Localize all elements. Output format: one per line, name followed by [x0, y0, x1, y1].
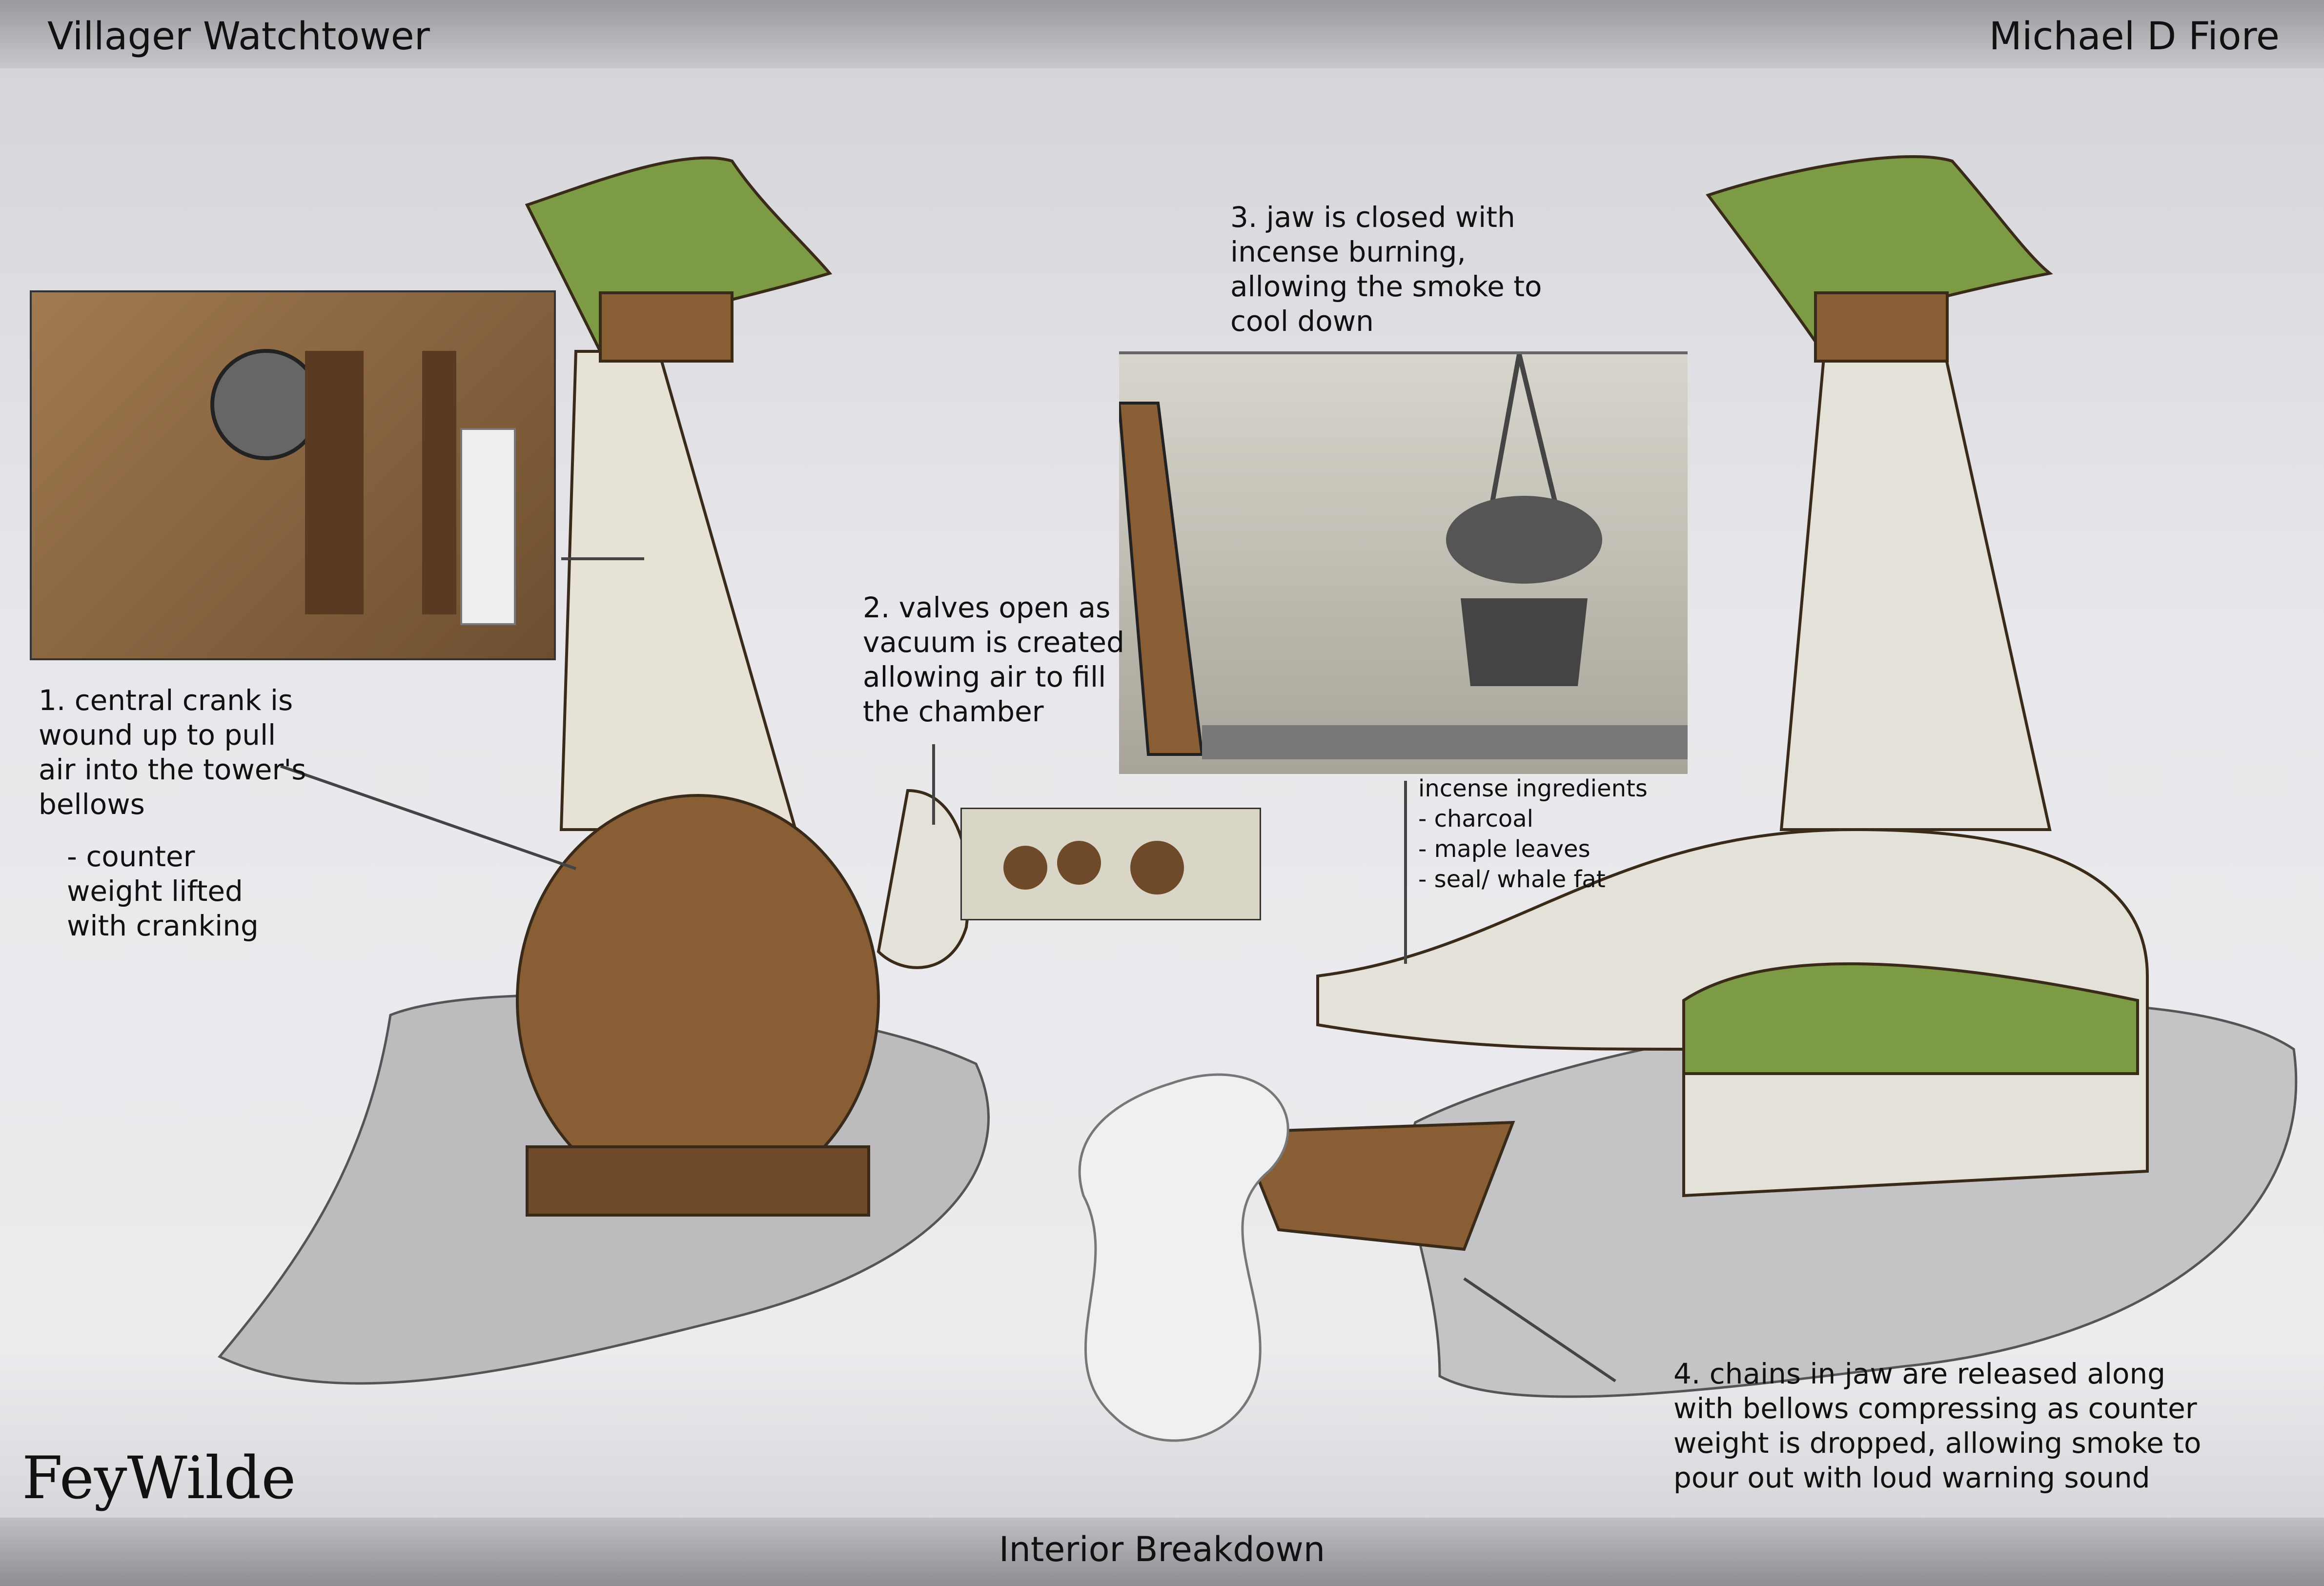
- note-2-line: the chamber: [863, 695, 1044, 728]
- note-4-line: pour out with loud warning sound: [1673, 1461, 2150, 1494]
- note-3-line: 3. jaw is closed with: [1230, 201, 1515, 234]
- note-2-line: vacuum is created: [863, 626, 1124, 659]
- crank-mechanism-inset: [30, 290, 556, 660]
- ingredients-line: - charcoal: [1418, 805, 1533, 833]
- ingredients-line: incense ingredients: [1418, 775, 1648, 802]
- note-3-line: incense burning,: [1230, 235, 1466, 268]
- ingredients-line: - seal/ whale fat: [1418, 866, 1606, 893]
- note-4-line: weight is dropped, allowing smoke to: [1673, 1426, 2202, 1460]
- note-1-sub-line: with cranking: [67, 909, 259, 942]
- brazier-icon: [1119, 354, 1688, 759]
- right-tower: [1237, 155, 2149, 1251]
- header-bar: [0, 0, 2324, 68]
- incense-ingredients: incense ingredients - charcoal- maple lea…: [1418, 773, 1648, 895]
- note-1-line: 1. central crank is: [39, 684, 293, 717]
- note-3-line: cool down: [1230, 305, 1374, 338]
- note-3-line: allowing the smoke to: [1230, 270, 1542, 303]
- footer-caption: Interior Breakdown: [999, 1529, 1325, 1569]
- footer-bar: [0, 1518, 2324, 1586]
- ingredients-line: - maple leaves: [1418, 835, 1590, 863]
- note-4-line: with bellows compressing as counter: [1673, 1392, 2197, 1425]
- feywilde-logo: FeyWilde: [22, 1444, 296, 1512]
- artist-name: Michael D Fiore: [1989, 15, 2280, 59]
- note-2-line: 2. valves open as: [863, 591, 1111, 624]
- jaw-chamber-inset: [1119, 351, 1688, 774]
- left-tower: [516, 156, 970, 1217]
- note-2-line: allowing air to fill: [863, 660, 1106, 693]
- note-1-line: wound up to pull: [39, 718, 276, 752]
- valve-icons: [1003, 841, 1184, 895]
- note-1-line: air into the tower's: [39, 753, 306, 786]
- note-4-line: 4. chains in jaw are released along: [1673, 1357, 2166, 1390]
- crank-gear-icon: [210, 349, 516, 625]
- note-1-sub-line: - counter: [67, 840, 195, 873]
- note-1-sub-line: weight lifted: [67, 874, 243, 908]
- sheet-title: Villager Watchtower: [47, 15, 430, 59]
- smoke-cloud: [1078, 1073, 1289, 1442]
- note-1-line: bellows: [39, 788, 145, 821]
- leader-lines: [280, 557, 1616, 1383]
- valves-inset: [960, 808, 1261, 920]
